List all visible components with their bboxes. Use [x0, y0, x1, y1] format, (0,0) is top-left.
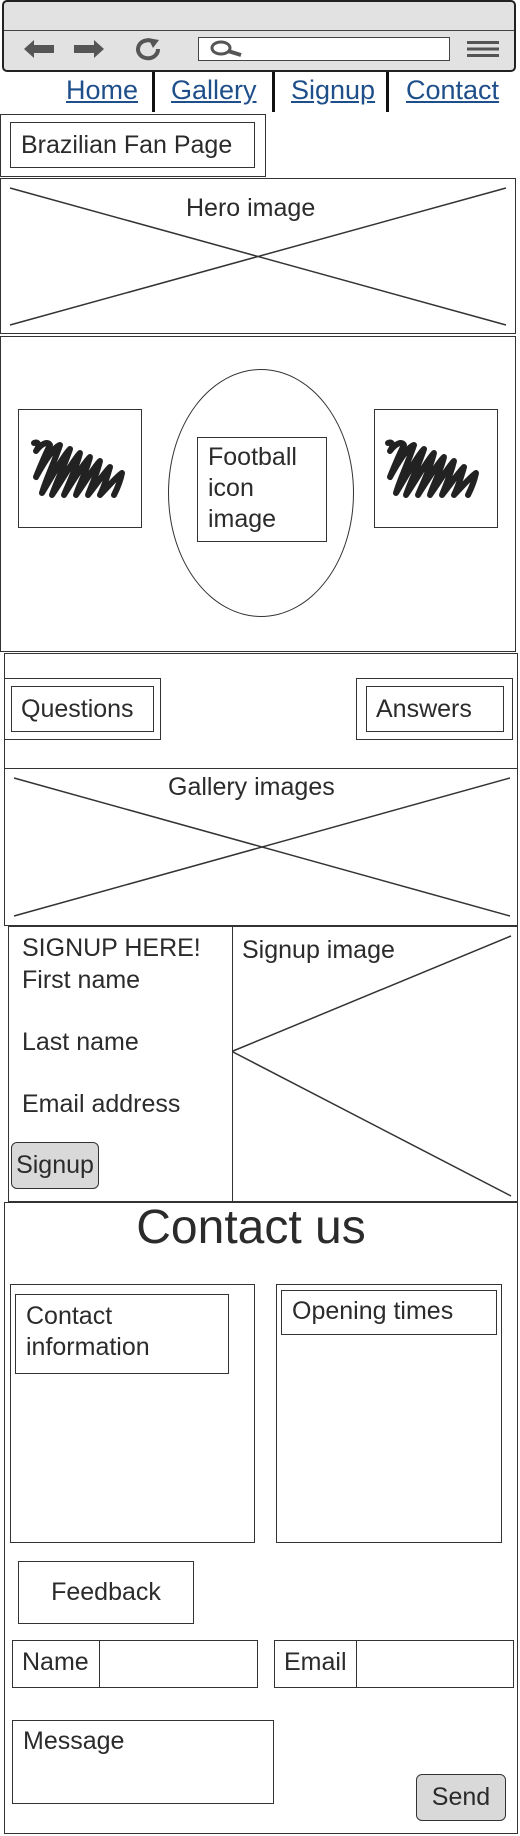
contact-section — [4, 1202, 518, 1834]
gallery-image-label: Gallery images — [166, 771, 337, 803]
signup-heading: SIGNUP HERE! — [22, 934, 201, 962]
message-input[interactable]: Message — [12, 1720, 274, 1804]
send-button[interactable]: Send — [416, 1774, 506, 1821]
left-scribble-image — [18, 409, 142, 528]
contact-info-panel — [10, 1284, 255, 1543]
nav-divider — [386, 72, 389, 112]
contact-title: Contact us — [136, 1201, 366, 1254]
nav-divider — [272, 72, 275, 112]
toolbar-divider — [4, 30, 514, 31]
hamburger-menu-icon[interactable] — [466, 40, 500, 58]
hero-image-label: Hero image — [184, 192, 318, 224]
site-title: Brazilian Fan Page — [10, 122, 255, 168]
hero-image-placeholder — [9, 187, 507, 326]
questions-outer[interactable] — [4, 678, 161, 740]
name-row — [12, 1640, 258, 1688]
brand-container — [0, 114, 266, 177]
forward-arrow-icon[interactable] — [72, 38, 106, 60]
name-label: Name — [22, 1648, 89, 1676]
name-input[interactable] — [99, 1641, 257, 1687]
nav-divider — [152, 72, 155, 112]
first-name-field[interactable]: First name — [22, 966, 141, 994]
last-name-field[interactable]: Last name — [22, 1028, 139, 1056]
nav-gallery-link[interactable]: Gallery — [171, 75, 257, 105]
center-oval — [168, 369, 354, 617]
football-icon-image: Football icon image — [197, 437, 327, 542]
email-row — [274, 1640, 514, 1688]
scribble-image-icon — [385, 439, 479, 498]
nav-contact-link[interactable]: Contact — [406, 75, 500, 105]
feedback-label: Feedback — [18, 1561, 194, 1624]
signup-divider — [232, 926, 233, 1202]
gallery-section — [4, 768, 518, 926]
featured-section — [0, 336, 516, 652]
opening-times-label: Opening times — [281, 1290, 497, 1335]
reload-icon[interactable] — [132, 37, 164, 61]
questions-button[interactable]: Questions — [11, 686, 154, 732]
opening-times-panel — [276, 1284, 502, 1543]
signup-image-placeholder — [232, 935, 512, 1197]
email-label: Email — [284, 1648, 347, 1676]
address-bar[interactable] — [198, 37, 450, 61]
right-scribble-image — [374, 409, 498, 528]
search-icon[interactable] — [208, 39, 244, 59]
answers-button[interactable]: Answers — [366, 686, 504, 732]
hero-section — [0, 178, 516, 334]
answers-outer[interactable] — [356, 678, 513, 740]
email-input[interactable] — [356, 1641, 513, 1687]
browser-toolbar — [2, 0, 516, 72]
scribble-image-icon — [31, 439, 125, 498]
gallery-image-placeholder — [13, 777, 511, 917]
back-arrow-icon[interactable] — [22, 38, 56, 60]
email-address-field[interactable]: Email address — [22, 1090, 181, 1118]
contact-information: Contact information — [15, 1294, 229, 1374]
nav-home-link[interactable]: Home — [66, 75, 139, 105]
nav-signup-link[interactable]: Signup — [291, 75, 376, 105]
signup-image-label: Signup image — [240, 934, 397, 966]
signup-section — [8, 926, 518, 1202]
signup-button[interactable]: Signup — [11, 1142, 99, 1189]
